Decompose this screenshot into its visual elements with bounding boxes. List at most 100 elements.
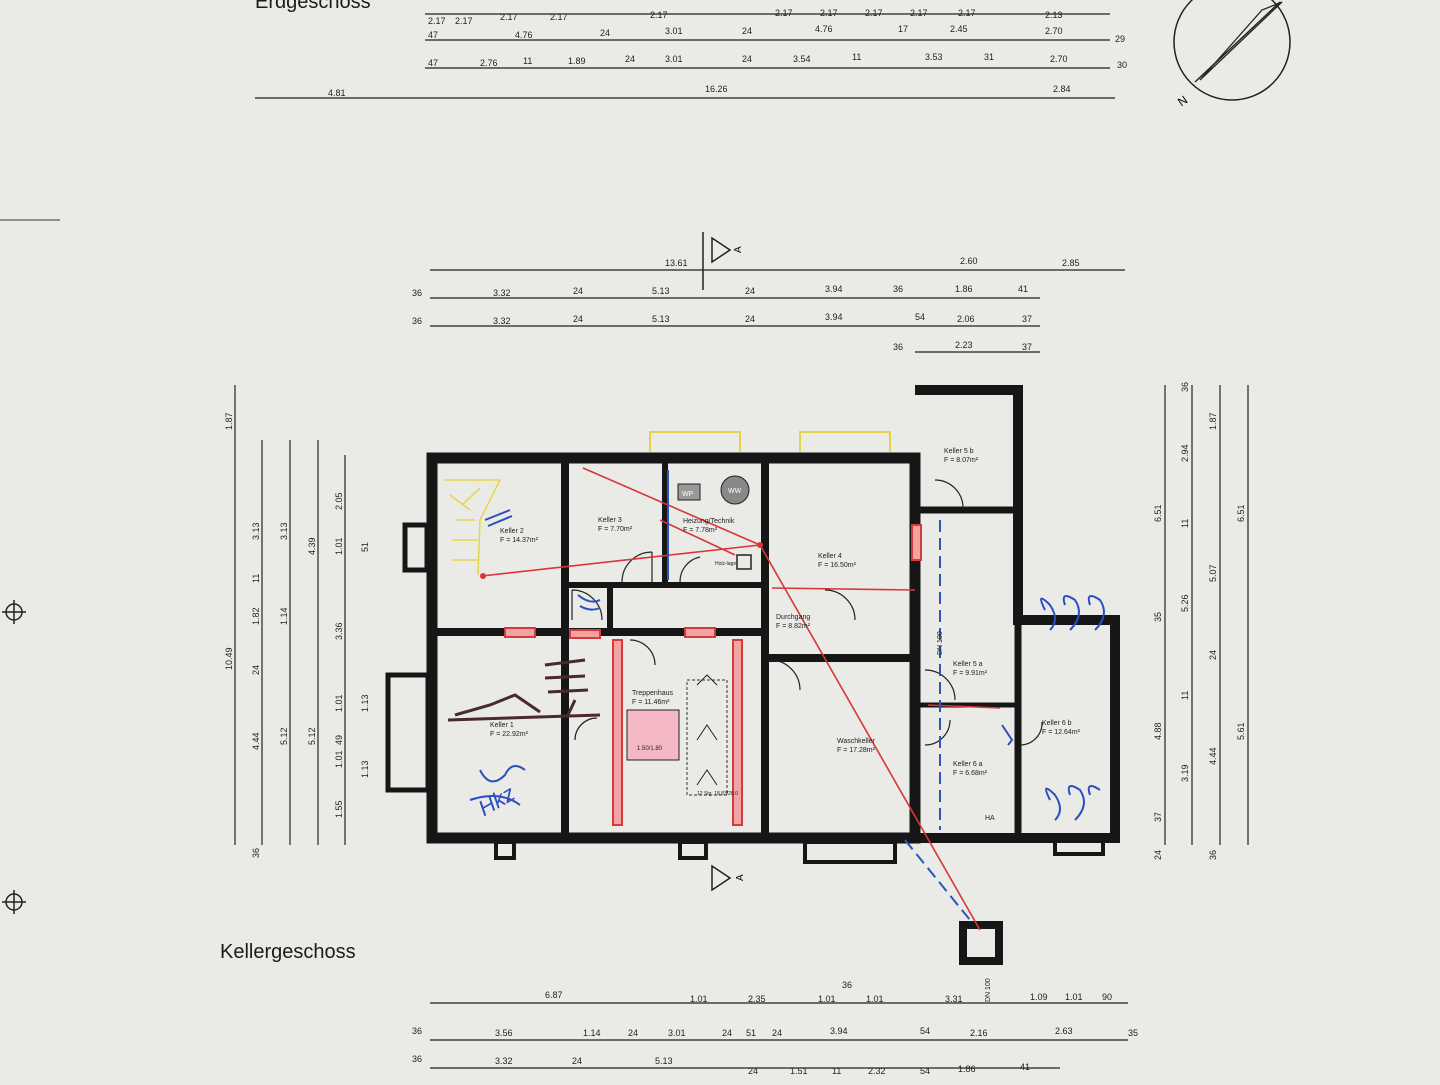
sewer-pipe [904, 520, 971, 921]
top-dim-row1: 2.17 2.17 2.17 2.17 2.17 2.17 2.17 2.17 … [428, 8, 1063, 26]
lower-floor-title: Kellergeschoss [220, 941, 356, 963]
dim-label: 3.13 [279, 522, 289, 540]
dim-label: 1.13 [360, 694, 370, 712]
dim-label: 4.76 [515, 30, 533, 40]
dim-label: 2.17 [550, 12, 568, 22]
dim-label: 10.49 [224, 647, 234, 670]
room-area: F = 12.64m² [1042, 729, 1081, 736]
dim-label: 1.89 [568, 56, 586, 66]
dim-label: 1.01 [690, 994, 708, 1004]
dim-label: 36 [412, 288, 422, 298]
dim-label: 5.61 [1236, 722, 1246, 740]
dim-label: 2.35 [748, 994, 766, 1004]
dim-label: 2.17 [958, 8, 976, 18]
crosshair-icon [2, 600, 26, 624]
dim-label: 11 [251, 574, 261, 583]
holzlager-label: Holz-lager [715, 561, 738, 567]
house-connection-label: HA [985, 815, 995, 822]
room-area: F = 8.07m² [944, 457, 979, 464]
dim-label: 4.76 [815, 24, 833, 34]
dim-label: 3.94 [825, 312, 843, 322]
pipe-dn-label: DN 100 [985, 978, 992, 1002]
dim-label: 24 [1208, 650, 1218, 660]
dim-label: 3.01 [665, 26, 683, 36]
dim-label: 37 [1153, 812, 1163, 822]
dim-label: 2.16 [970, 1028, 988, 1038]
dim-label: 37 [1022, 314, 1032, 324]
dim-label: 35 [1153, 612, 1163, 622]
dim-label: 36 [412, 1054, 422, 1064]
dim-label: 1.01 [334, 537, 344, 555]
dim-label: 24 [251, 665, 261, 675]
dim-label: 36 [1208, 850, 1218, 860]
dim-label: 54 [915, 312, 925, 322]
room-name: Keller 5 a [953, 661, 983, 668]
dim-label: 3.94 [830, 1026, 848, 1036]
dim-label: 2.17 [455, 16, 473, 26]
dim-label: 6.51 [1236, 504, 1246, 522]
dim-label: 24 [600, 28, 610, 38]
left-dim-text: 1.87 10.49 3.13 1.82 4.44 3.13 1.14 5.12… [224, 412, 370, 858]
dim-label: 24 [625, 54, 635, 64]
dim-label: 2.94 [1180, 444, 1190, 462]
dim-label: 1.14 [279, 607, 289, 625]
dim-label: 1.87 [224, 412, 234, 430]
dim-label: 2.17 [910, 8, 928, 18]
dim-label: 2.85 [1062, 258, 1080, 268]
dim-label: 3.31 [945, 994, 963, 1004]
keller-top-dim-lines [430, 269, 1125, 353]
dim-label: 5.13 [652, 286, 670, 296]
room-name: Keller 6 a [953, 761, 983, 768]
dim-label: 41 [1018, 284, 1028, 294]
dim-label: 54 [920, 1026, 930, 1036]
dim-label: 1.09 [1030, 992, 1048, 1002]
room-area: F = 8.82m² [776, 623, 811, 630]
dim-label: 36 [251, 848, 261, 858]
dim-label: 36 [412, 1026, 422, 1036]
top-dim-row2: 47 4.76 24 3.01 24 4.76 17 2.45 2.70 29 [428, 24, 1125, 44]
dim-label: 1.01 [818, 994, 836, 1004]
section-marker-top: A [702, 232, 744, 290]
heat-pump-icon: WP [677, 483, 701, 501]
dim-label: 29 [1115, 34, 1125, 44]
dim-label: 3.01 [665, 54, 683, 64]
dim-label: 24 [573, 286, 583, 296]
dim-label: 4.81 [328, 88, 346, 98]
room-area: F = 14.37m² [500, 537, 539, 544]
dim-label: 1.13 [360, 760, 370, 778]
dim-label: 2.32 [868, 1066, 886, 1076]
dim-label: 2.23 [955, 340, 973, 350]
dim-label: 1.82 [251, 607, 261, 625]
dim-label: 1.55 [334, 800, 344, 818]
dim-label: 3.36 [334, 622, 344, 640]
dim-label: 3.54 [793, 54, 811, 64]
dim-label: 90 [1102, 992, 1112, 1002]
dim-label: 51 [746, 1028, 756, 1038]
stair-sketch [445, 479, 502, 576]
dim-label: 2.63 [1055, 1026, 1073, 1036]
room-treppenhaus: Treppenhaus F = 11.46m² [632, 690, 673, 706]
dim-label: 1.01 [334, 694, 344, 712]
dim-label: 3.32 [493, 288, 511, 298]
dim-label: 3.53 [925, 52, 943, 62]
dim-label: 5.12 [307, 727, 317, 745]
dim-label: 54 [920, 1066, 930, 1076]
room-area: F = 11.46m² [632, 699, 670, 706]
dim-label: 49 [334, 735, 344, 745]
dim-label: 35 [1128, 1028, 1138, 1038]
dim-label: 11 [832, 1066, 841, 1076]
right-dim-text: 36 1.87 2.94 6.51 11 5.26 5.07 35 24 6.5… [1153, 382, 1246, 860]
equipment-label: WP [682, 491, 694, 498]
dim-label: 16.26 [705, 84, 728, 94]
dim-label: 6.51 [1153, 504, 1163, 522]
crosshair-icon [2, 890, 26, 914]
pipe-node-icon [480, 573, 486, 579]
dim-label: 4.39 [307, 537, 317, 555]
dim-label: 1.86 [958, 1064, 976, 1074]
room-keller6b: Keller 6 b F = 12.64m² [1042, 720, 1081, 736]
marker-annotations [447, 658, 601, 722]
dim-label: 24 [628, 1028, 638, 1038]
stair-stairwell [626, 674, 728, 796]
